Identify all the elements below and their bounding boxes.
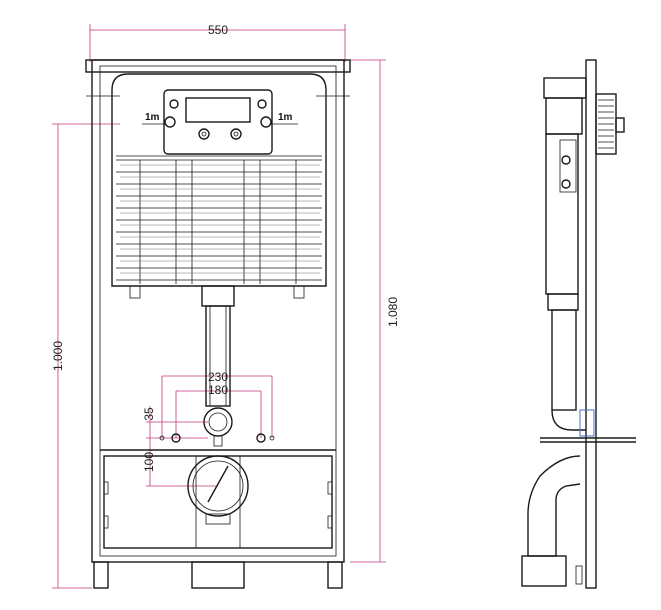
side-view bbox=[521, 59, 636, 589]
dim-230: 230 bbox=[208, 370, 228, 384]
front-view bbox=[85, 59, 351, 589]
dim-550: 550 bbox=[208, 23, 228, 37]
dim-35: 35 bbox=[142, 407, 156, 421]
dim-1000: 1.000 bbox=[51, 341, 65, 371]
dim-180: 180 bbox=[208, 383, 228, 397]
cistern-grid bbox=[116, 155, 322, 284]
inlet-label-left: 1m bbox=[145, 112, 160, 123]
dimension-lines bbox=[52, 24, 386, 589]
dim-100: 100 bbox=[142, 452, 156, 472]
inlet-label-right: 1m bbox=[278, 112, 293, 123]
dimension-texts: 550 1.080 1.000 230 180 35 100 bbox=[51, 23, 400, 472]
dim-1080: 1.080 bbox=[386, 297, 400, 327]
